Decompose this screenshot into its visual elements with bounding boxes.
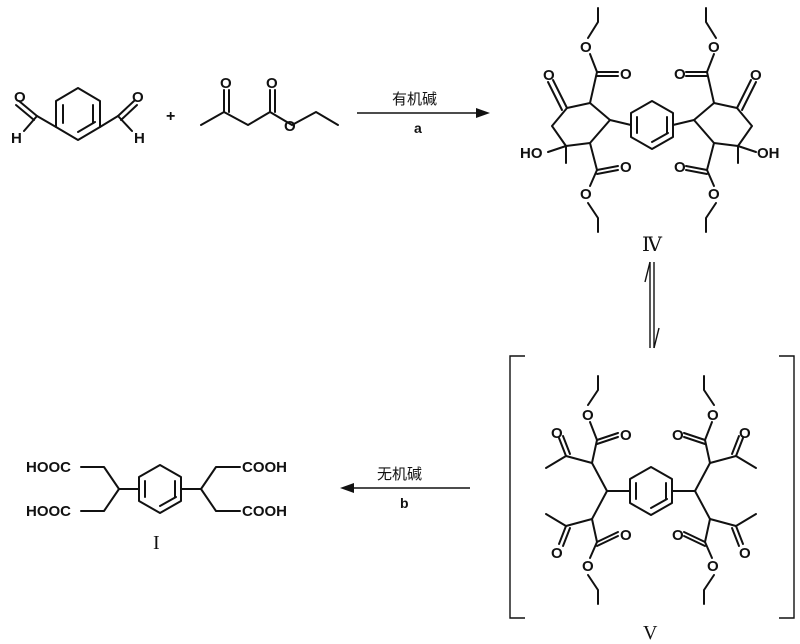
atom-o: O: [750, 67, 762, 84]
atom-o: O: [708, 39, 720, 56]
atom-o: O: [672, 527, 684, 544]
atom-o: O: [582, 558, 594, 575]
compound-i-label: I: [153, 532, 160, 554]
atom-o: O: [620, 66, 632, 83]
ethyl-acetoacetate-structure: O O O: [200, 75, 339, 135]
atom-o: O: [707, 558, 719, 575]
reagent-a-label: 有机碱: [392, 90, 437, 108]
hydroxyl-label: OH: [757, 145, 780, 162]
equilibrium-arrow: [644, 261, 660, 349]
atom-o: O: [739, 545, 751, 562]
atom-o: O: [284, 118, 296, 135]
carboxyl-label: COOH: [242, 503, 287, 520]
atom-o: O: [739, 425, 751, 442]
step-b-label: b: [400, 495, 409, 511]
atom-o: O: [707, 407, 719, 424]
atom-o: O: [674, 159, 686, 176]
atom-o: O: [266, 75, 278, 92]
carboxyl-label: HOOC: [26, 459, 71, 476]
reaction-arrow-a: 有机碱 a: [357, 90, 490, 136]
reagent-b-label: 无机碱: [377, 465, 422, 483]
atom-o: O: [132, 89, 144, 106]
atom-o: O: [708, 186, 720, 203]
atom-h: H: [134, 130, 145, 147]
atom-o: O: [672, 427, 684, 444]
compound-iv-label: Ⅳ: [642, 234, 663, 256]
step-a-label: a: [414, 120, 422, 136]
atom-o: O: [543, 67, 555, 84]
atom-o: O: [580, 186, 592, 203]
atom-o: O: [620, 427, 632, 444]
atom-o: O: [580, 39, 592, 56]
hydroxyl-label: HO: [520, 145, 543, 162]
compound-iv-structure: O HO O O O O O OH O O: [520, 7, 780, 233]
carboxyl-label: HOOC: [26, 503, 71, 520]
plus-sign: +: [166, 108, 175, 125]
atom-o: O: [674, 66, 686, 83]
terephthalaldehyde-structure: O H O H: [11, 87, 145, 147]
atom-o: O: [620, 527, 632, 544]
atom-o: O: [620, 159, 632, 176]
carboxyl-label: COOH: [242, 459, 287, 476]
atom-o: O: [14, 89, 26, 106]
compound-i-structure: HOOC HOOC COOH COOH: [26, 459, 287, 520]
compound-v-structure: O O O O O O O O O: [509, 355, 795, 619]
atom-o: O: [582, 407, 594, 424]
atom-o: O: [551, 425, 563, 442]
atom-o: O: [551, 545, 563, 562]
reaction-arrow-b: 无机碱 b: [340, 465, 470, 511]
atom-o: O: [220, 75, 232, 92]
compound-v-label: V: [643, 622, 658, 644]
atom-h: H: [11, 130, 22, 147]
